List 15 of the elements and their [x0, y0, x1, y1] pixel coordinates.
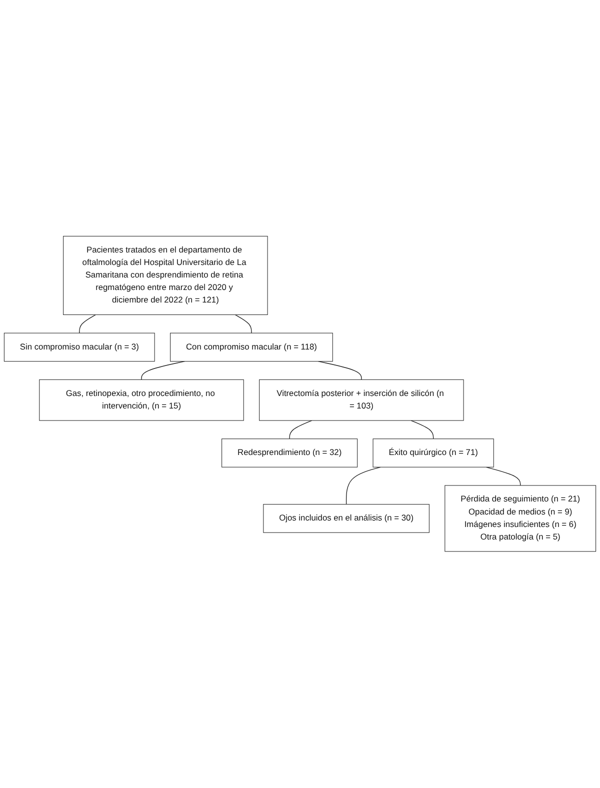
node-box: Ojos incluidos en el análisis (n = 30) [263, 504, 430, 534]
connector [234, 314, 252, 334]
node-box: Redesprendimiento (n = 32) [222, 438, 358, 468]
connector [346, 466, 381, 505]
connector [79, 314, 96, 334]
node-box: Sin compromiso macular (n = 3) [4, 333, 155, 362]
node-box: Pacientes tratados en el departamento de oftalmología del Hospital Universitario de La Samaritana con desprendimiento de retina regmatógeno entre marzo del 2020 y diciembre del 2022 (n = 121) [63, 236, 268, 316]
node-box: Gas, retinopexia, otro procedimiento, no intervención, (n = 15) [39, 380, 244, 421]
node-box: Éxito quirúrgico (n = 71) [372, 438, 494, 468]
node-box: Vitrectomía posterior + inserción de silicón (n = 103) [259, 380, 464, 421]
node-box: Pérdida de seguimiento (n = 21) Opacidad de medios (n = 9) Imágenes insuficientes (n = 6) Otra patología (n = 5) [444, 485, 596, 552]
node-box: Con compromiso macular (n = 118) [170, 333, 333, 362]
connector [486, 466, 521, 486]
connector [289, 420, 312, 440]
connector [410, 420, 434, 440]
